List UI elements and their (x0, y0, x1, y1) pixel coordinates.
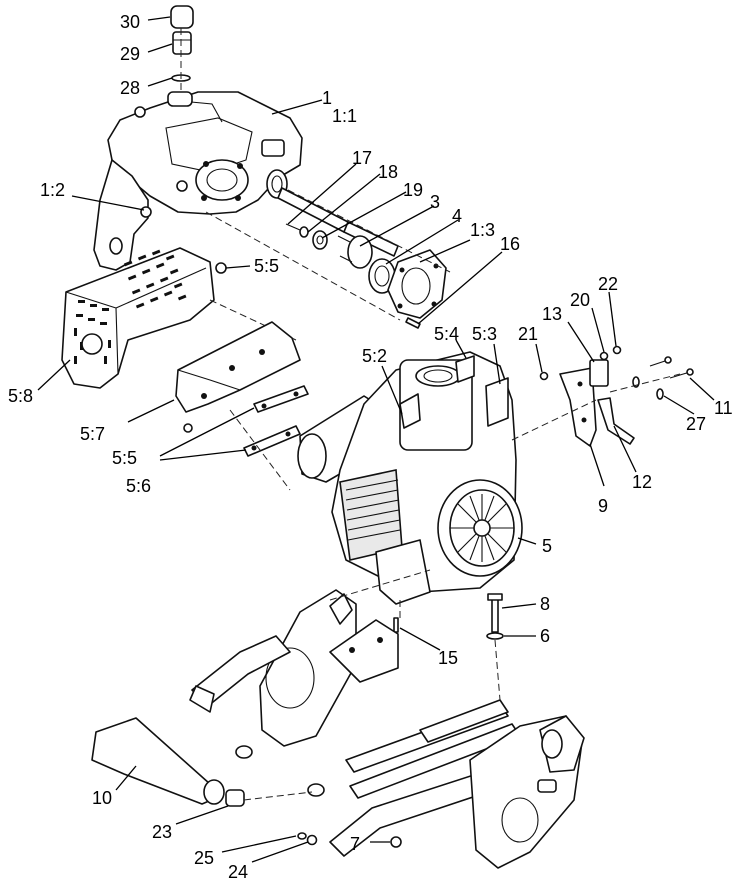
callout-6: 6 (540, 626, 550, 646)
engine-part-5 (331, 351, 523, 605)
decal-part-5-3 (485, 377, 509, 427)
callout-1-3: 1:3 (470, 220, 495, 240)
callout-12: 12 (632, 472, 652, 492)
bolts-part-11 (649, 356, 694, 379)
callout-30: 30 (120, 12, 140, 32)
callout-5: 5 (542, 536, 552, 556)
callout-27: 27 (686, 414, 706, 434)
callout-7: 7 (350, 834, 360, 854)
gearcase-housing-part-1 (107, 91, 303, 215)
screw-part-21 (539, 371, 549, 381)
washer-part-6 (486, 632, 504, 640)
callout-labels: 30 29 28 1 1:1 1:2 17 18 19 3 4 1:3 16 5… (8, 12, 733, 882)
switch-part-13 (589, 359, 609, 387)
callout-5-6: 5:6 (126, 476, 151, 496)
frame-assembly (189, 589, 585, 869)
screw-part-20 (599, 351, 609, 361)
nut-part-24 (306, 834, 318, 846)
callout-13: 13 (542, 304, 562, 324)
callout-10: 10 (92, 788, 112, 808)
callout-5-2: 5:2 (362, 346, 387, 366)
callout-23: 23 (152, 822, 172, 842)
gasket-part-1-3 (387, 249, 447, 319)
callout-5-7: 5:7 (80, 424, 105, 444)
washer-part-18 (312, 230, 328, 250)
callout-15: 15 (438, 648, 458, 668)
callout-11: 11 (714, 398, 733, 418)
cap-part-30 (170, 5, 194, 29)
callout-28: 28 (120, 78, 140, 98)
nut-part-5-5-upper (215, 262, 227, 274)
decal-part-5-4 (455, 355, 475, 383)
leader-lines (37, 16, 715, 863)
screen-guard-part-5-8 (61, 247, 215, 389)
callout-19: 19 (403, 180, 423, 200)
callout-5-3: 5:3 (472, 324, 497, 344)
washers-part-27 (632, 376, 664, 400)
nut-part-7 (390, 836, 402, 848)
shaft-part-3 (277, 187, 399, 257)
callout-22: 22 (598, 274, 618, 294)
pin-part-17 (285, 223, 309, 238)
callout-4: 4 (452, 206, 462, 226)
nut-part-5-5-lower (183, 423, 193, 433)
lever-part-12 (597, 397, 635, 445)
callout-1: 1 (322, 88, 332, 108)
callout-21: 21 (518, 324, 538, 344)
fitting-part-29 (172, 31, 192, 55)
screw-part-22 (612, 345, 622, 355)
bushing-part-23 (225, 789, 245, 807)
stud-part-15 (393, 617, 399, 633)
callout-9: 9 (598, 496, 608, 516)
callout-20: 20 (570, 290, 590, 310)
callout-8: 8 (540, 594, 550, 614)
callout-5-5-upper: 5:5 (254, 256, 279, 276)
bolt-part-8 (487, 593, 503, 633)
callout-24: 24 (228, 862, 248, 882)
muffler-shield-part-5-7 (175, 321, 301, 413)
callout-5-4: 5:4 (434, 324, 459, 344)
callout-25: 25 (194, 848, 214, 868)
callout-29: 29 (120, 44, 140, 64)
callout-17: 17 (352, 148, 372, 168)
grip-part-10 (91, 717, 225, 805)
gear-part-19 (337, 235, 373, 269)
brackets-part-5-6 (243, 385, 309, 457)
callout-5-8: 5:8 (8, 386, 33, 406)
callout-5-5-lower: 5:5 (112, 448, 137, 468)
callout-3: 3 (430, 192, 440, 212)
callout-16: 16 (500, 234, 520, 254)
callout-1-1: 1:1 (332, 106, 357, 126)
callout-1-2: 1:2 (40, 180, 65, 200)
callout-18: 18 (378, 162, 398, 182)
washer-part-25 (297, 832, 307, 840)
dowel-pin-part-16 (405, 317, 421, 329)
